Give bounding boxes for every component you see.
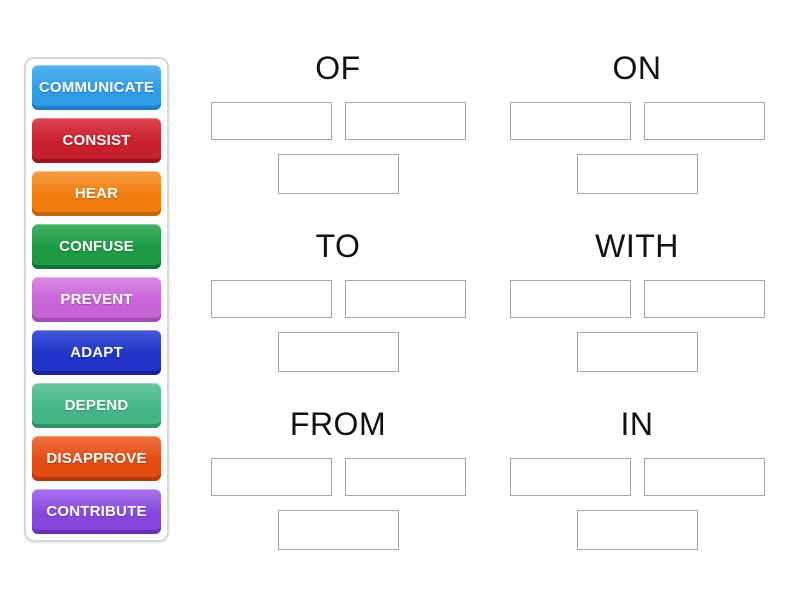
drop-slot[interactable] [344, 102, 466, 140]
drop-slot[interactable] [509, 102, 631, 140]
group-header: ON [612, 50, 662, 86]
group-from: FROM [209, 406, 467, 550]
drop-slot[interactable] [277, 332, 399, 372]
drop-slot[interactable] [344, 458, 466, 496]
word-tile-hear[interactable]: HEAR [32, 171, 161, 216]
slot-row [209, 102, 467, 140]
group-of: OF [209, 50, 467, 194]
slot-row [508, 458, 766, 496]
group-in: IN [508, 406, 766, 550]
group-header: OF [315, 50, 361, 86]
word-tile-confuse[interactable]: CONFUSE [32, 224, 161, 269]
slot-row [508, 102, 766, 140]
group-to: TO [209, 228, 467, 372]
drop-slot[interactable] [576, 332, 698, 372]
slot-row [209, 458, 467, 496]
group-header: IN [620, 406, 654, 442]
drop-slot[interactable] [210, 102, 332, 140]
word-bank: COMMUNICATE CONSIST HEAR CONFUSE PREVENT ADAP… [24, 57, 169, 542]
group-with: WITH [508, 228, 766, 372]
drop-slot[interactable] [277, 154, 399, 194]
drop-slot[interactable] [210, 280, 332, 318]
drop-slot[interactable] [643, 102, 765, 140]
word-tile-disapprove[interactable]: DISAPPROVE [32, 436, 161, 481]
drop-slot[interactable] [509, 458, 631, 496]
drop-slot[interactable] [277, 510, 399, 550]
word-tile-depend[interactable]: DEPEND [32, 383, 161, 428]
group-header: FROM [289, 406, 387, 442]
drop-slot[interactable] [643, 280, 765, 318]
word-tile-prevent[interactable]: PREVENT [32, 277, 161, 322]
group-on: ON [508, 50, 766, 194]
word-tile-adapt[interactable]: ADAPT [32, 330, 161, 375]
word-tile-consist[interactable]: CONSIST [32, 118, 161, 163]
drop-slot[interactable] [210, 458, 332, 496]
word-tile-contribute[interactable]: CONTRIBUTE [32, 489, 161, 534]
drop-slot[interactable] [509, 280, 631, 318]
drop-slot[interactable] [643, 458, 765, 496]
slot-row [508, 280, 766, 318]
drop-slot[interactable] [576, 510, 698, 550]
drop-slot[interactable] [344, 280, 466, 318]
drop-slot[interactable] [576, 154, 698, 194]
slot-row [209, 280, 467, 318]
word-tile-communicate[interactable]: COMMUNICATE [32, 65, 161, 110]
group-header: TO [315, 228, 361, 264]
group-header: WITH [595, 228, 679, 264]
